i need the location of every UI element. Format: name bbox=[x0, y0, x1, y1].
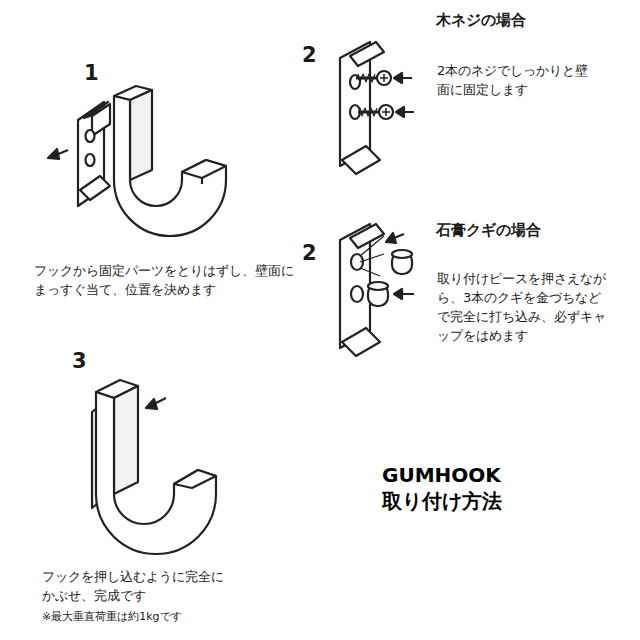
nail-cap bbox=[368, 250, 412, 306]
case-heading: 石膏クギの場合 bbox=[436, 220, 606, 242]
instruction-text: フックから固定パーツをとりはずし、壁面にまっすぐ当て、位置を決めます bbox=[34, 262, 298, 300]
instruction-text: 2本のネジでしっかりと壁面に固定します bbox=[437, 62, 593, 100]
fixing-bracket bbox=[78, 102, 110, 206]
step-number: 2 bbox=[302, 40, 326, 70]
hook bbox=[114, 86, 226, 236]
step-number: 3 bbox=[72, 346, 96, 376]
wood-screw bbox=[356, 71, 391, 85]
instruction-text: フックを押し込むように完全にかぶせ、完成です bbox=[42, 568, 232, 606]
diagram-title: GUMHOOK 取り付け方法 bbox=[382, 462, 522, 514]
step-number: 1 bbox=[84, 58, 108, 88]
fixing-bracket bbox=[340, 42, 384, 174]
step-number: 2 bbox=[302, 238, 326, 268]
assembled-hook bbox=[92, 380, 216, 554]
instruction-text: 取り付けピースを押さえながら、3本のクギを金づちなどで完全に打ち込み、必ずキャッ… bbox=[437, 270, 611, 345]
gypsum-nail bbox=[360, 236, 384, 276]
case-heading: 木ネジの場合 bbox=[436, 10, 596, 32]
note-text: ※最大垂直荷重は約1kgです bbox=[42, 609, 272, 625]
wood-screw bbox=[358, 105, 393, 119]
